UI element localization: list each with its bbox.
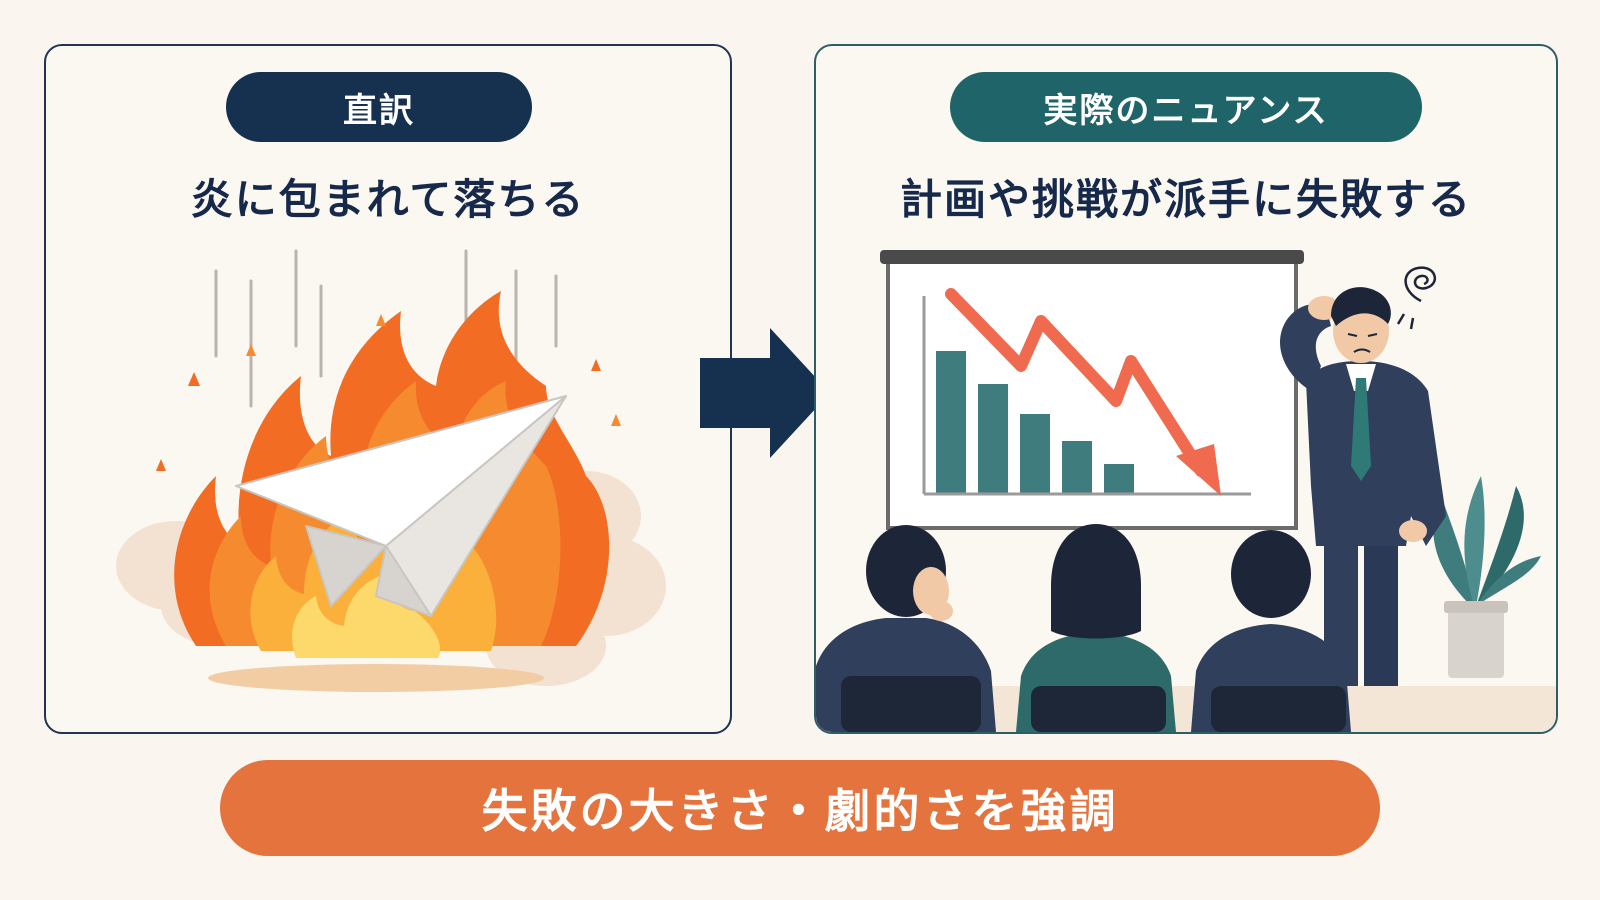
audience-member-center-icon (1016, 524, 1176, 732)
audience-member-right-icon (1191, 530, 1351, 732)
nuance-badge: 実際のニュアンス (950, 72, 1422, 142)
nuance-panel: 実際のニュアンス 計画や挑戦が派手に失敗する (814, 44, 1558, 734)
paper-plane-icon (235, 395, 567, 617)
summary-banner: 失敗の大きさ・劇的さを強調 (220, 760, 1380, 856)
stress-scribble-icon (1396, 266, 1437, 330)
nuance-caption: 計画や挑戦が派手に失敗する (899, 175, 1472, 224)
declining-bar-chart-icon (936, 351, 1134, 493)
literal-panel: 直訳 炎に包まれて落ちる (44, 44, 732, 734)
literal-caption: 炎に包まれて落ちる (190, 175, 586, 224)
down-trend-arrow-icon (945, 288, 1221, 496)
stressed-presenter-icon (1280, 287, 1446, 686)
literal-badge: 直訳 (226, 72, 532, 142)
ground-glow (208, 664, 544, 692)
audience-member-left-icon (816, 525, 996, 732)
potted-plant-icon (1433, 476, 1541, 678)
failed-presentation-illustration (816, 250, 1556, 732)
arrow-right-icon (700, 328, 830, 458)
burning-paper-plane-illustration (116, 249, 666, 692)
falling-lines-icon (214, 249, 558, 408)
